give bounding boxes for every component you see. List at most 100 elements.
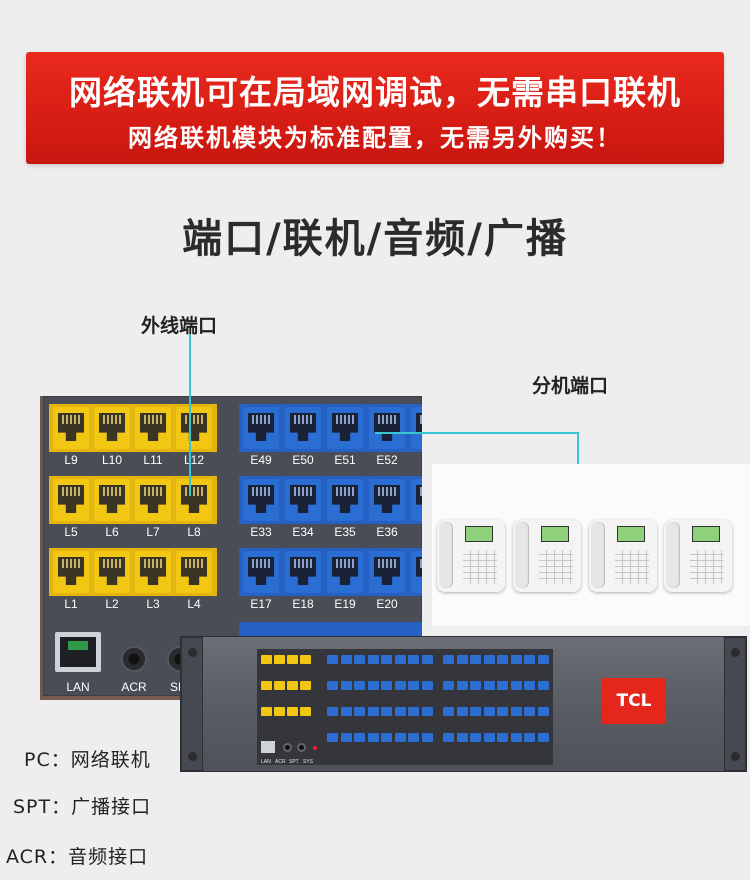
mini-extension-port (524, 707, 535, 716)
mini-extension-port (510, 707, 522, 716)
extension-port (243, 407, 279, 449)
extension-port (243, 479, 279, 521)
line-port (94, 407, 130, 449)
line-port-label: L6 (105, 525, 119, 539)
mini-extension-port (483, 733, 495, 742)
mini-line-port (300, 655, 311, 664)
mini-line-port (261, 707, 272, 716)
mini-extension-port (340, 681, 352, 690)
extension-port (411, 551, 422, 593)
mini-line-port (274, 707, 285, 716)
mini-extension-port (470, 655, 481, 664)
extension-port-label: E34 (292, 525, 314, 539)
mini-extension-port (456, 707, 468, 716)
mini-extension-port (421, 733, 433, 742)
mini-extension-port (340, 707, 352, 716)
section-heading: 端口/联机/音频/广播 (182, 216, 568, 262)
rack-ear-left (181, 637, 203, 771)
mini-extension-port (394, 733, 406, 742)
phone-icon (589, 520, 657, 592)
line-port-label: L12 (183, 453, 205, 467)
line-port (53, 479, 89, 521)
extension-port-label: E51 (334, 453, 356, 467)
extension-port-label: E35 (334, 525, 356, 539)
line-port (176, 479, 212, 521)
line-port (176, 551, 212, 593)
mini-extension-port (381, 733, 392, 742)
extension-port (369, 407, 405, 449)
tcl-logo: TCL (602, 678, 666, 724)
mini-extension-port (340, 733, 352, 742)
mini-line-port (300, 707, 311, 716)
legend-value: 网络联机 (70, 749, 151, 771)
mini-extension-port (537, 655, 549, 664)
mini-extension-port (354, 707, 365, 716)
extension-port (285, 551, 321, 593)
extension-port (327, 479, 363, 521)
mini-port-label: SYS (303, 759, 314, 765)
mini-extension-port (443, 681, 454, 690)
mini-extension-port (537, 733, 549, 742)
mini-extension-port (497, 733, 508, 742)
ext-port-band (239, 622, 422, 636)
line-port-label: L2 (105, 597, 119, 611)
mini-extension-port (524, 733, 535, 742)
line-port (135, 551, 171, 593)
mini-extension-port (354, 733, 365, 742)
extension-port-label: E (407, 597, 422, 611)
mini-extension-port (510, 681, 522, 690)
mini-extension-port (394, 681, 406, 690)
line-port (53, 551, 89, 593)
mini-audio-jack (283, 743, 292, 752)
legend-key: SPT (13, 796, 52, 818)
mini-extension-port (524, 681, 535, 690)
mini-extension-port (443, 707, 454, 716)
phone-icon (664, 520, 732, 592)
extension-phones (432, 464, 750, 626)
extension-port-label: E20 (376, 597, 398, 611)
mini-extension-port (327, 733, 338, 742)
extension-port (369, 551, 405, 593)
mini-extension-port (497, 707, 508, 716)
extension-port-label: E50 (292, 453, 314, 467)
legend-item-spt: SPT：广播接口 (13, 792, 151, 819)
mini-extension-port (537, 681, 549, 690)
extension-port (411, 479, 422, 521)
line-port (53, 407, 89, 449)
banner-line-1: 网络联机可在局域网调试，无需串口联机 (69, 73, 681, 112)
legend-sep: ： (48, 846, 69, 868)
mini-extension-port (327, 681, 338, 690)
mini-extension-port (421, 681, 433, 690)
mini-extension-port (408, 733, 419, 742)
mini-line-port (287, 681, 298, 690)
lan-port-label: LAN (66, 680, 90, 694)
extension-port-label: E49 (250, 453, 272, 467)
mini-extension-port (421, 655, 433, 664)
extensions-leader-v (577, 432, 579, 464)
acr-jack (121, 646, 147, 672)
mini-line-port (274, 655, 285, 664)
mini-extension-port (497, 681, 508, 690)
extension-port-label: E (407, 525, 422, 539)
line-port (135, 407, 171, 449)
outside-lines-callout: 外线端口 (141, 315, 218, 337)
line-port-label: L1 (64, 597, 78, 611)
mini-port-label: LAN (261, 759, 271, 765)
extensions-callout: 分机端口 (532, 375, 609, 397)
extension-port (369, 479, 405, 521)
extension-port (327, 551, 363, 593)
mini-extension-port (456, 681, 468, 690)
extensions-leader-h (375, 432, 578, 434)
legend-key: PC (24, 749, 51, 771)
phone-icon (513, 520, 581, 592)
extension-port-label: E (407, 453, 422, 467)
line-port-label: L5 (64, 525, 78, 539)
mini-extension-port (537, 707, 549, 716)
mini-lan-port (261, 741, 275, 753)
mini-extension-port (510, 733, 522, 742)
mini-port-label: SPT (289, 759, 299, 765)
mini-extension-port (456, 733, 468, 742)
legend-item-acr: ACR：音频接口 (6, 842, 148, 869)
extension-port-label: E33 (250, 525, 272, 539)
